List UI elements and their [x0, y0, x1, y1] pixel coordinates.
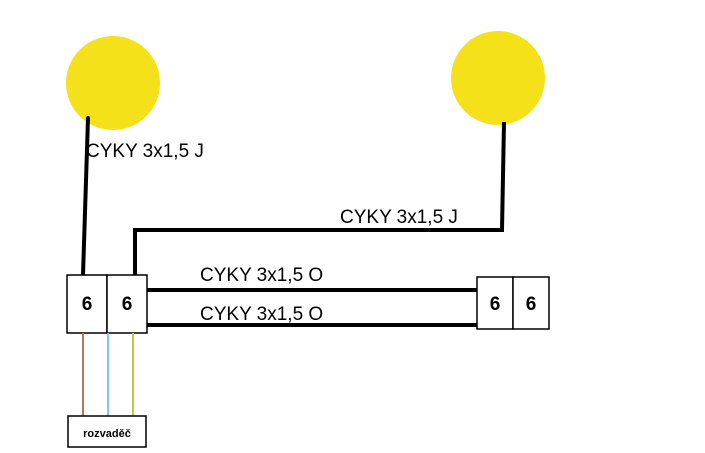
switch-right-terminal-2: 6 — [526, 294, 537, 315]
cable-label-left-lamp: CYKY 3x1,5 J — [86, 141, 204, 162]
switch-left-terminal-2: 6 — [122, 294, 133, 315]
lamp-right — [451, 31, 545, 125]
distribution-panel: rozvaděč — [67, 415, 147, 448]
switch-left-terminal-1: 6 — [82, 294, 93, 315]
distribution-panel-label: rozvaděč — [83, 428, 131, 440]
switch-box-left: 6 6 — [66, 274, 148, 334]
cable-label-traveler-top: CYKY 3x1,5 O — [200, 265, 323, 286]
switch-box-right: 6 6 — [476, 276, 550, 330]
cable-label-right-lamp: CYKY 3x1,5 J — [340, 207, 458, 228]
switch-right-terminal-1: 6 — [490, 294, 501, 315]
cable-label-traveler-bottom: CYKY 3x1,5 O — [200, 304, 323, 325]
cable-left-lamp-line — [81, 116, 90, 277]
lamp-left — [66, 36, 160, 130]
cable-right-lamp-line — [133, 121, 506, 275]
